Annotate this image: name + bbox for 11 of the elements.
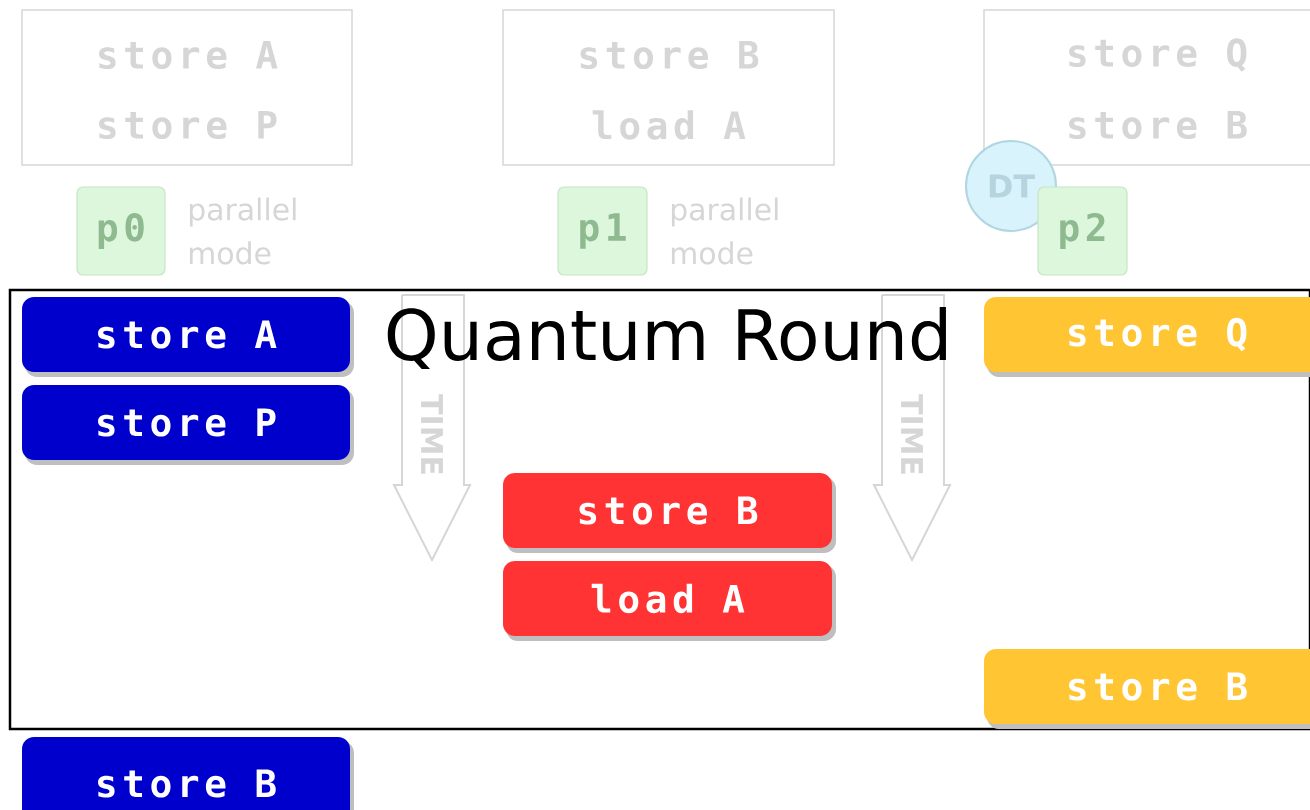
processor-box: p2 <box>1037 186 1128 276</box>
instruction-block: store Q <box>984 297 1310 377</box>
instruction-block: store P <box>22 385 354 465</box>
title: Quantum Round <box>387 307 946 369</box>
instruction-block: load A <box>503 561 836 641</box>
instruction-block: store A <box>22 297 354 377</box>
instruction-block: store B <box>984 649 1310 729</box>
processor-box: p1 <box>557 186 648 276</box>
instruction-block: store B <box>503 473 836 553</box>
instruction-block: store B <box>22 737 354 810</box>
processor-box: p0 <box>76 186 166 276</box>
